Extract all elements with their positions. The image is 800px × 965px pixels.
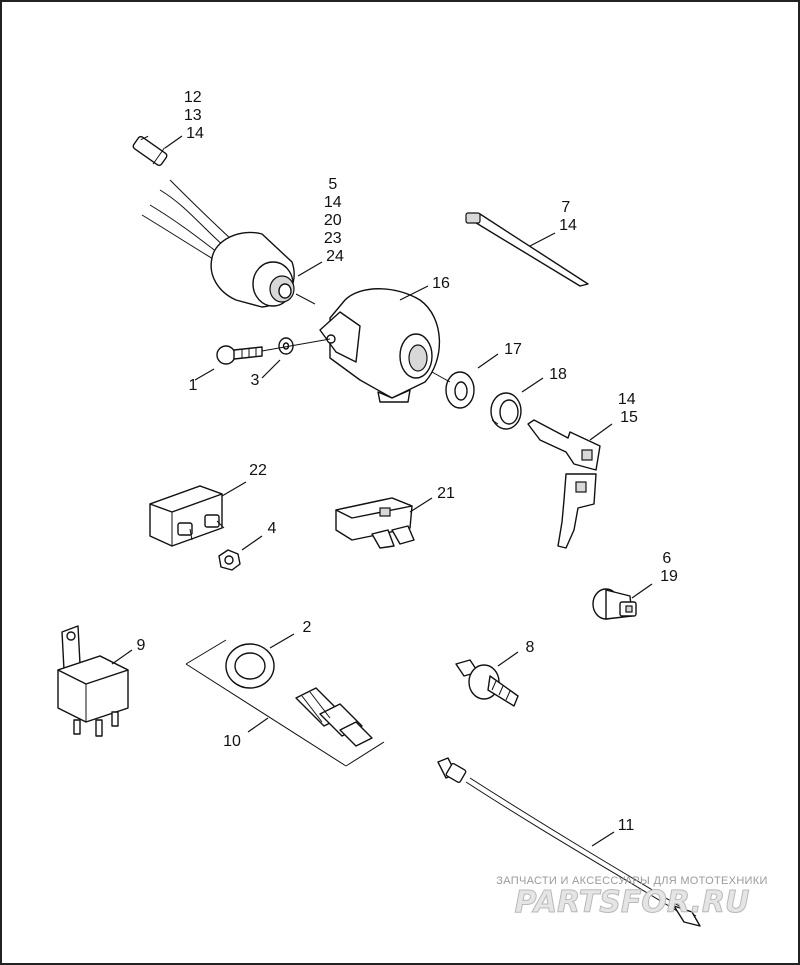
alignment-line xyxy=(295,293,316,305)
alignment-line-screw xyxy=(261,338,331,352)
callout-c-11: 11 xyxy=(618,817,635,834)
callout-c-18: 18 xyxy=(549,366,567,383)
flat-washer-part xyxy=(445,371,475,409)
kit-bracket xyxy=(185,639,385,767)
callout-c-21: 21 xyxy=(437,485,455,502)
leader-c-21 xyxy=(409,497,433,513)
leader-c-14-15 xyxy=(589,423,613,441)
leader-c-2 xyxy=(269,633,295,649)
callout-c-22: 22 xyxy=(249,462,267,479)
leader-c-8 xyxy=(497,651,519,667)
watermark-tagline: ЗАПЧАСТИ И АКСЕССУАРЫ ДЛЯ МОТОТЕХНИКИ xyxy=(496,875,767,887)
leader-c-7-14 xyxy=(529,232,556,247)
callout-c-3: 3 xyxy=(251,372,260,389)
alignment-line-housing xyxy=(431,371,451,383)
callout-c-2: 2 xyxy=(303,619,312,636)
leader-c-4 xyxy=(241,535,263,551)
leader-c-9 xyxy=(111,649,133,665)
callout-c-10: 10 xyxy=(223,733,241,750)
neutral-switch-part xyxy=(295,687,373,747)
watermark: ЗАПЧАСТИ И АКСЕССУАРЫ ДЛЯ МОТОТЕХНИКИ PA… xyxy=(496,875,767,921)
callout-c-8: 8 xyxy=(526,639,535,656)
leader-c-12-13-14 xyxy=(164,135,183,149)
callout-c-4: 4 xyxy=(268,520,277,537)
callout-c-5-14-20-23-24: 5 14 20 23 24 xyxy=(324,176,346,265)
callout-c-9: 9 xyxy=(137,637,146,654)
callout-c-6-19: 6 19 xyxy=(660,550,678,585)
leader-c-10 xyxy=(247,717,269,733)
retaining-ring-part xyxy=(490,392,522,430)
relay-part xyxy=(57,625,129,737)
callout-c-17: 17 xyxy=(504,341,522,358)
leader-c-5-14-20-23-24 xyxy=(297,261,323,277)
callout-c-1: 1 xyxy=(189,377,198,394)
wire-lead-part xyxy=(437,757,701,927)
callout-c-16: 16 xyxy=(432,275,450,292)
leader-c-18 xyxy=(521,377,544,393)
screw-part xyxy=(216,345,263,365)
circuit-breaker-part xyxy=(149,485,225,547)
leader-c-1 xyxy=(194,368,215,381)
watermark-brand: PARTSFOR.RU xyxy=(515,885,750,920)
leader-c-22 xyxy=(221,481,247,497)
cable-strap-part xyxy=(465,212,589,287)
maxi-fuse-part xyxy=(335,497,415,549)
leader-c-11 xyxy=(591,831,615,847)
ignition-switch-part xyxy=(141,179,295,308)
switch-housing-part xyxy=(319,288,441,403)
callout-c-7-14: 7 14 xyxy=(559,199,577,234)
leader-c-3 xyxy=(261,359,281,379)
stud-bolt-part xyxy=(455,659,519,707)
keys-part xyxy=(527,419,601,549)
leader-c-6-19 xyxy=(631,583,653,599)
callout-c-12-13-14: 12 13 14 xyxy=(184,89,206,142)
fuse-part xyxy=(132,135,168,167)
gasket-part xyxy=(225,643,275,689)
callout-c-14-15: 14 15 xyxy=(618,391,640,426)
leader-c-17 xyxy=(477,353,499,369)
pressure-switch-part xyxy=(592,588,637,620)
hex-nut-part xyxy=(218,549,241,571)
leader-c-16 xyxy=(399,285,429,301)
